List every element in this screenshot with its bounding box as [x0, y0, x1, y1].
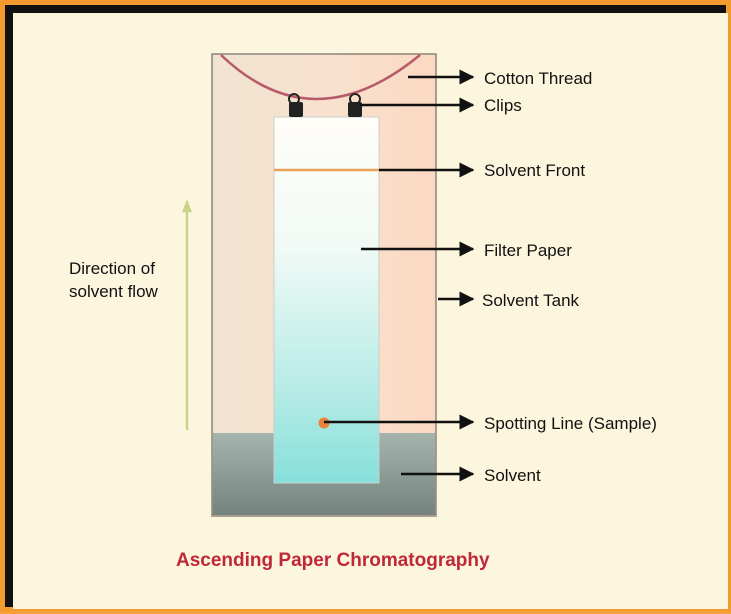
label-solvent-tank: Solvent Tank — [482, 291, 580, 310]
label-cotton-thread: Cotton Thread — [484, 69, 592, 88]
label-solvent: Solvent — [484, 466, 541, 485]
diagram-canvas: Cotton Thread Clips Solvent Front Filter… — [13, 13, 728, 609]
label-direction-line2: solvent flow — [69, 282, 159, 301]
label-solvent-front: Solvent Front — [484, 161, 585, 180]
label-filter-paper: Filter Paper — [484, 241, 572, 260]
cotton-thread — [220, 54, 421, 101]
label-spotting-line: Spotting Line (Sample) — [484, 414, 657, 433]
chromatography-diagram: Cotton Thread Clips Solvent Front Filter… — [69, 53, 657, 571]
label-direction-line1: Direction of — [69, 259, 155, 278]
label-clips: Clips — [484, 96, 522, 115]
clip-right — [348, 93, 362, 117]
clip-left — [288, 93, 303, 117]
filter-paper — [273, 116, 380, 484]
diagram-title: Ascending Paper Chromatography — [176, 550, 490, 571]
